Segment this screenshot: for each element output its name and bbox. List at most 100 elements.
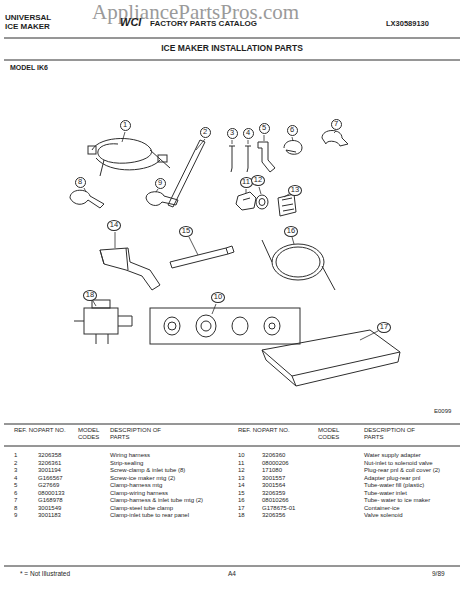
table-cell: 171080 — [262, 467, 282, 474]
table-cell: Strip-sealing — [110, 460, 210, 467]
table-cell: 3001564 — [262, 482, 285, 489]
table-cell: Wiring harness — [110, 452, 210, 459]
table-cell: 15 — [238, 490, 245, 497]
solenoid-valve — [74, 300, 132, 344]
table-header: DESCRIPTION OF PARTS — [110, 427, 170, 440]
table-cell: G178675-01 — [262, 505, 295, 512]
table-cell: 4 — [14, 475, 17, 482]
callout-number: 1 — [123, 121, 127, 129]
table-cell: Container-ice — [364, 505, 456, 512]
callout-number: 14 — [110, 221, 118, 229]
table-cell: 10 — [238, 452, 245, 459]
wiring-harness — [88, 138, 170, 176]
table-cell: 3001557 — [262, 475, 285, 482]
table-cell: 17 — [238, 505, 245, 512]
screw — [245, 146, 251, 172]
callout-number: 3 — [230, 129, 234, 137]
callout-number: 6 — [290, 126, 294, 134]
callout-circle: 16 — [284, 226, 298, 237]
footer-text: 9/89 — [432, 570, 445, 577]
leader-line — [84, 131, 378, 340]
table-cell: 5 — [14, 482, 17, 489]
callout-number: 4 — [246, 129, 250, 137]
table-cell: 8 — [14, 505, 17, 512]
table-cell: G166567 — [38, 475, 63, 482]
water-supply-adapter — [150, 308, 300, 344]
table-cell: 3001194 — [38, 467, 61, 474]
screw — [229, 146, 235, 172]
callout-number: 11 — [242, 178, 250, 186]
header-text: FACTORY PARTS CATALOG — [150, 20, 257, 29]
table-cell: 16 — [238, 497, 245, 504]
table-cell: 3206358 — [38, 452, 61, 459]
callout-circle: 12 — [251, 175, 265, 186]
table-cell: 13 — [238, 475, 245, 482]
callout-number: 7 — [334, 120, 338, 128]
table-cell: 08010266 — [262, 497, 289, 504]
adapter-plug — [278, 194, 296, 216]
callout-number: 13 — [291, 186, 299, 194]
table-cell: 3001183 — [38, 512, 61, 519]
water-fill-tube — [100, 248, 160, 290]
table-cell: Clamp-harness & inlet tube mtg (2) — [110, 497, 210, 504]
rear-panel-plug — [256, 195, 268, 209]
page-title: ICE MAKER INSTALLATION PARTS — [0, 44, 464, 54]
callout-number: 2 — [203, 128, 207, 136]
table-cell: G27669 — [38, 482, 59, 489]
model-label: MODEL IK6 — [10, 64, 48, 72]
table-cell: 3206360 — [262, 452, 285, 459]
callout-circle: 13 — [288, 185, 302, 196]
tube-clamp — [322, 131, 348, 147]
coiled-tube — [262, 240, 335, 290]
table-header: MODEL CODES — [78, 427, 108, 440]
harness-clamp — [258, 142, 275, 172]
table-cell: 3206359 — [262, 490, 285, 497]
table-cell: Tube- water to ice maker — [364, 497, 456, 504]
table-cell: Clamp-steel tube clamp — [110, 505, 210, 512]
callout-circle: 17 — [377, 322, 391, 333]
table-cell: Valve solenoid — [364, 512, 456, 519]
footer-text: * = Not Illustrated — [20, 570, 70, 577]
catalog-number: LX30589130 — [386, 20, 429, 28]
water-inlet-tube — [170, 246, 234, 268]
inlet-nut — [236, 192, 256, 210]
table-cell: Screw-ice maker mtg (2) — [110, 475, 210, 482]
table-cell: Tube-water inlet — [364, 490, 456, 497]
table-cell: Clamp-inlet tube to rear panel — [110, 512, 210, 519]
table-cell: 08000133 — [38, 490, 65, 497]
table-cell: 6 — [14, 490, 17, 497]
table-cell: Adapter plug-rear pnl — [364, 475, 456, 482]
callout-circle: 1 — [120, 120, 131, 131]
callout-number: 10 — [214, 293, 222, 301]
callout-circle: 18 — [83, 290, 97, 301]
wiring-clamp — [284, 141, 302, 155]
callout-circle: 6 — [287, 125, 298, 136]
callout-number: 8 — [78, 178, 82, 186]
callout-circle: 10 — [211, 292, 225, 303]
table-cell: 3 — [14, 467, 17, 474]
callout-number: 16 — [287, 227, 295, 235]
table-cell: 2 — [14, 460, 17, 467]
table-cell: 3206361 — [38, 460, 61, 467]
inlet-clamp — [146, 192, 178, 206]
table-cell: Water supply adapter — [364, 452, 456, 459]
table-cell: 3001549 — [38, 505, 61, 512]
table-cell: Tube-water fill (plastic) — [364, 482, 456, 489]
table-cell: 12 — [238, 467, 245, 474]
steel-tube-clamp — [70, 190, 104, 208]
table-cell: 18 — [238, 512, 245, 519]
table-cell: 11 — [238, 460, 244, 467]
callout-circle: 9 — [155, 178, 166, 189]
table-cell: 3206356 — [262, 512, 285, 519]
table-header: MODEL CODES — [318, 427, 348, 440]
table-cell: Clamp-harness mtg — [110, 482, 210, 489]
callout-number: 5 — [262, 124, 266, 132]
table-header: PART NO. — [262, 427, 292, 434]
callout-number: 12 — [254, 176, 262, 184]
callout-number: 9 — [158, 179, 162, 187]
rule-line — [4, 38, 460, 39]
callout-circle: 4 — [243, 128, 254, 139]
callout-circle: 3 — [227, 128, 238, 139]
callout-circle: 14 — [107, 220, 121, 231]
header-text: ICE MAKER — [5, 23, 50, 32]
